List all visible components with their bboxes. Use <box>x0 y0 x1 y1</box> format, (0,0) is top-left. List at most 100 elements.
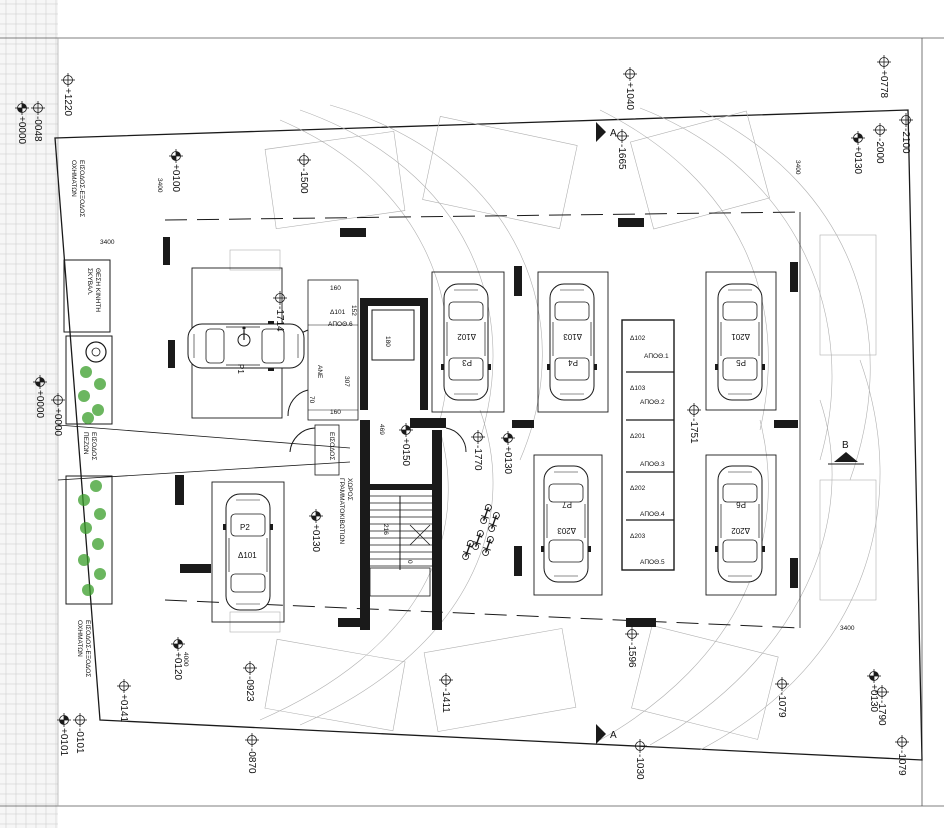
bicycle-icon <box>486 510 502 534</box>
elevation-target-icon <box>500 430 516 446</box>
elevation-target-icon <box>686 402 702 418</box>
car-icon <box>440 283 492 401</box>
structural-columns <box>163 218 798 627</box>
elevation-label: -1411 <box>440 688 451 713</box>
section-arrow-icon: B <box>828 440 864 465</box>
storage-d103-unit: Δ103 <box>630 385 646 392</box>
elevation-label: +0130 <box>502 446 513 475</box>
parking-p5-label: P5 <box>736 358 746 367</box>
dim-bottom-left: 4000 <box>182 652 189 667</box>
shrub <box>94 508 106 520</box>
shrub <box>92 538 104 550</box>
elevation-target-icon <box>876 54 892 70</box>
elevation-label: +0130 <box>852 146 863 175</box>
storage-d203-unit: Δ203 <box>630 533 646 540</box>
elevation-label: +0000 <box>16 116 27 145</box>
bin-position-2: ΣΚΥΒΑΛ. <box>86 268 93 296</box>
elevation-target-icon <box>622 66 638 82</box>
car-icon <box>714 465 766 583</box>
car-icon <box>714 283 766 401</box>
dim-bottom-right: 3400 <box>840 625 855 632</box>
parking-p3-unit: Δ102 <box>457 332 476 341</box>
section-a-bottom-label: A <box>610 730 617 741</box>
pedestrian-entrance-1: ΕΙΣΟΔΟΣ <box>90 432 97 460</box>
elevation-target-icon <box>60 72 76 88</box>
dimensions: 3400 3400 3400 3400 4000 160 152 160 307… <box>100 160 855 667</box>
elevation-label: -1714 <box>274 306 285 332</box>
elevation-label: +1040 <box>624 82 635 111</box>
parking-p2-unit: Δ101 <box>238 551 257 560</box>
elevation-label: +0100 <box>170 164 181 193</box>
elevation-target-icon <box>850 130 866 146</box>
elevation-label: -1751 <box>688 418 699 444</box>
parking-p6-label: P6 <box>736 500 746 509</box>
elevation-label: -0870 <box>246 748 257 774</box>
wheelchair-icon <box>237 326 251 347</box>
section-b-label: B <box>842 440 849 451</box>
parking-p7-label: P7 <box>562 500 572 509</box>
elevation-target-icon <box>898 112 914 128</box>
dim-180: 180 <box>384 336 391 347</box>
elevation-target-icon <box>116 678 132 694</box>
parking-p5-unit: Δ201 <box>731 332 750 341</box>
dim-307: 307 <box>343 376 350 387</box>
elevation-label: -1790 <box>876 700 887 726</box>
entrance-vehicles-bottom-2: ΟΧΗΜΑΤΩΝ <box>76 620 83 657</box>
elevation-label: +0778 <box>878 70 889 99</box>
section-a-top-label: A <box>610 128 617 139</box>
storage-d202-code: ΑΠΟΘ.4 <box>640 511 665 518</box>
building-core <box>287 279 467 630</box>
car-icon <box>540 465 592 583</box>
elevation-target-icon <box>242 660 258 676</box>
elevation-target-icon <box>774 676 790 692</box>
shrub <box>80 522 92 534</box>
storage-d103-code: ΑΠΟΘ.2 <box>640 399 665 406</box>
elevation-target-icon <box>632 738 648 754</box>
dim-top-right: 3400 <box>794 160 801 175</box>
elevation-target-icon <box>56 712 72 728</box>
storage-rooms: Δ102 ΑΠΟΘ.1 Δ103 ΑΠΟΘ.2 Δ201 ΑΠΟΘ.3 Δ202… <box>328 309 675 571</box>
entrance-vehicles-bottom-1: ΕΙΣΟΔΟΣ-ΕΞΟΔΟΣ <box>84 620 91 677</box>
parking-p4-label: P4 <box>568 358 578 367</box>
car-icon <box>546 283 598 401</box>
elevation-label: +0000 <box>52 408 63 437</box>
storage-d101-unit: Δ101 <box>330 309 346 316</box>
elevation-marks: +1220+0000-0048+0100-1500+1040-1665+0778… <box>14 54 914 780</box>
elevation-target-icon <box>894 734 910 750</box>
shrub <box>94 378 106 390</box>
elevation-label: -0048 <box>32 116 43 142</box>
elevation-target-icon <box>470 429 486 445</box>
elevation-target-icon <box>872 122 888 138</box>
shrub <box>78 390 90 402</box>
parking-p3-label: P3 <box>462 358 472 367</box>
shrub <box>82 412 94 424</box>
shrub <box>78 494 90 506</box>
dim-160b: 160 <box>330 409 341 416</box>
elevation-label: -2100 <box>900 128 911 154</box>
dim-left: 3400 <box>100 239 115 246</box>
section-arrow-icon: A <box>596 724 617 744</box>
dim-0: 0 <box>406 560 413 564</box>
storage-d202-unit: Δ202 <box>630 485 646 492</box>
dim-top-left: 3400 <box>156 178 163 193</box>
elevation-label: +0141 <box>118 694 129 723</box>
planting-strip <box>65 335 113 605</box>
elevator-tag: ΑΝΕ <box>316 365 323 379</box>
storage-d102-code: ΑΠΟΘ.1 <box>644 353 669 360</box>
tree-icon <box>85 341 107 363</box>
shrub <box>78 554 90 566</box>
elevation-target-icon <box>168 148 184 164</box>
elevation-label: -1079 <box>776 692 787 718</box>
elevation-label: +0000 <box>34 390 45 419</box>
elevation-label: -1079 <box>896 750 907 776</box>
dim-152: 152 <box>350 305 357 316</box>
elevation-label: -1596 <box>626 642 637 668</box>
elevation-label: -1500 <box>298 168 309 194</box>
elevation-target-icon <box>438 672 454 688</box>
elevation-target-icon <box>272 290 288 306</box>
elevation-target-icon <box>614 128 630 144</box>
elevation-label: -1770 <box>472 445 483 471</box>
storage-d101-code: ΑΠΟΘ.6 <box>328 321 353 328</box>
entrance-small-label: ΕΙΣΟΔΟΣ <box>328 432 335 460</box>
elevation-label: -1665 <box>616 144 627 170</box>
